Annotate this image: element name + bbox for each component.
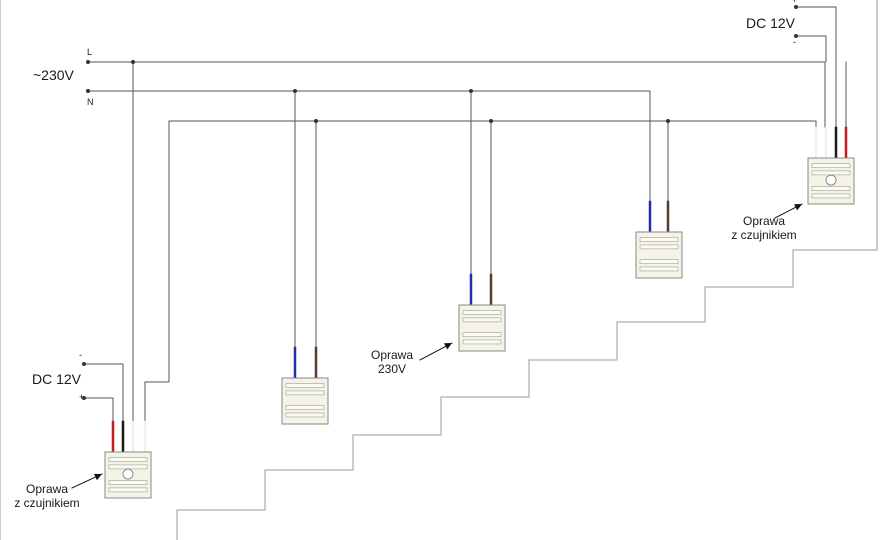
led-strip bbox=[462, 332, 502, 337]
led-strip bbox=[639, 237, 679, 242]
led-strip bbox=[108, 457, 148, 462]
junction-dot bbox=[489, 119, 493, 123]
fixtures bbox=[104, 157, 855, 499]
led-strip bbox=[811, 170, 851, 176]
led-strip bbox=[108, 480, 148, 485]
junction-dot bbox=[86, 60, 90, 64]
led-strip bbox=[285, 390, 325, 396]
mains-voltage-label: ~230V bbox=[33, 67, 74, 83]
stair-profile bbox=[176, 0, 878, 540]
terminal-dots bbox=[82, 5, 798, 400]
led-strip bbox=[462, 317, 502, 323]
fixture-drop-wires bbox=[84, 6, 848, 454]
led-strip bbox=[285, 383, 325, 388]
arrow-to-sensor-fixture-left-head bbox=[94, 473, 102, 481]
led-strip bbox=[811, 163, 851, 168]
junction-dot bbox=[314, 119, 318, 123]
led-strip bbox=[462, 310, 502, 315]
junction-dot bbox=[82, 396, 86, 400]
motion-sensor-icon bbox=[825, 174, 837, 186]
dc-left-minus-wire bbox=[84, 363, 124, 422]
led-strip bbox=[285, 412, 325, 418]
dc-supply-right-label: DC 12V bbox=[746, 15, 796, 31]
junction-dot bbox=[293, 89, 297, 93]
arrow-to-fixture-230v-head bbox=[444, 343, 452, 350]
junction-dot bbox=[794, 34, 798, 38]
led-strip bbox=[811, 186, 851, 191]
fixture-230v-caption: Oprawa 230V bbox=[360, 348, 424, 376]
caption-line: 230V bbox=[377, 362, 407, 376]
arrow-to-sensor-fixture-right-head bbox=[794, 204, 802, 211]
junction-dot bbox=[469, 89, 473, 93]
dc-supply-left-label: DC 12V bbox=[32, 371, 82, 387]
led-strip bbox=[285, 405, 325, 410]
dc-right-minus-label: - bbox=[793, 37, 796, 47]
dc-left-plus-wire bbox=[84, 397, 114, 422]
feeder-left-link bbox=[144, 381, 169, 452]
live-terminal-label: L bbox=[87, 47, 93, 57]
label-arrows bbox=[71, 203, 803, 489]
dc-right-minus-wire bbox=[796, 35, 827, 62]
caption-line: Oprawa bbox=[370, 348, 414, 362]
junction-dot bbox=[82, 362, 86, 366]
supply-bus-lines bbox=[87, 61, 826, 453]
junction-dot bbox=[794, 5, 798, 9]
led-strip bbox=[811, 193, 851, 199]
led-strip bbox=[108, 487, 148, 493]
caption-line: z czujnikiem bbox=[731, 228, 797, 242]
led-strip bbox=[462, 339, 502, 345]
junction-dot bbox=[86, 89, 90, 93]
junction-dot bbox=[131, 60, 135, 64]
sensor-fixture-right-caption: Oprawa z czujnikiem bbox=[716, 214, 812, 242]
junction-dot bbox=[666, 119, 670, 123]
neutral-terminal-label: N bbox=[87, 97, 94, 107]
dc-left-plus-label: + bbox=[79, 392, 85, 402]
caption-line: Oprawa bbox=[25, 482, 69, 496]
caption-line: Oprawa bbox=[742, 214, 786, 228]
caption-line: z czujnikiem bbox=[14, 496, 80, 510]
dc-left-minus-label: - bbox=[79, 350, 82, 360]
led-strip bbox=[108, 464, 148, 470]
motion-sensor-icon bbox=[122, 468, 134, 480]
dc-right-plus-label: + bbox=[792, 0, 798, 5]
led-strip bbox=[639, 266, 679, 272]
dc-right-plus-wire bbox=[796, 6, 837, 128]
led-strip bbox=[639, 244, 679, 250]
sensor-fixture-left-caption: Oprawa z czujnikiem bbox=[2, 482, 92, 510]
led-strip bbox=[639, 259, 679, 264]
